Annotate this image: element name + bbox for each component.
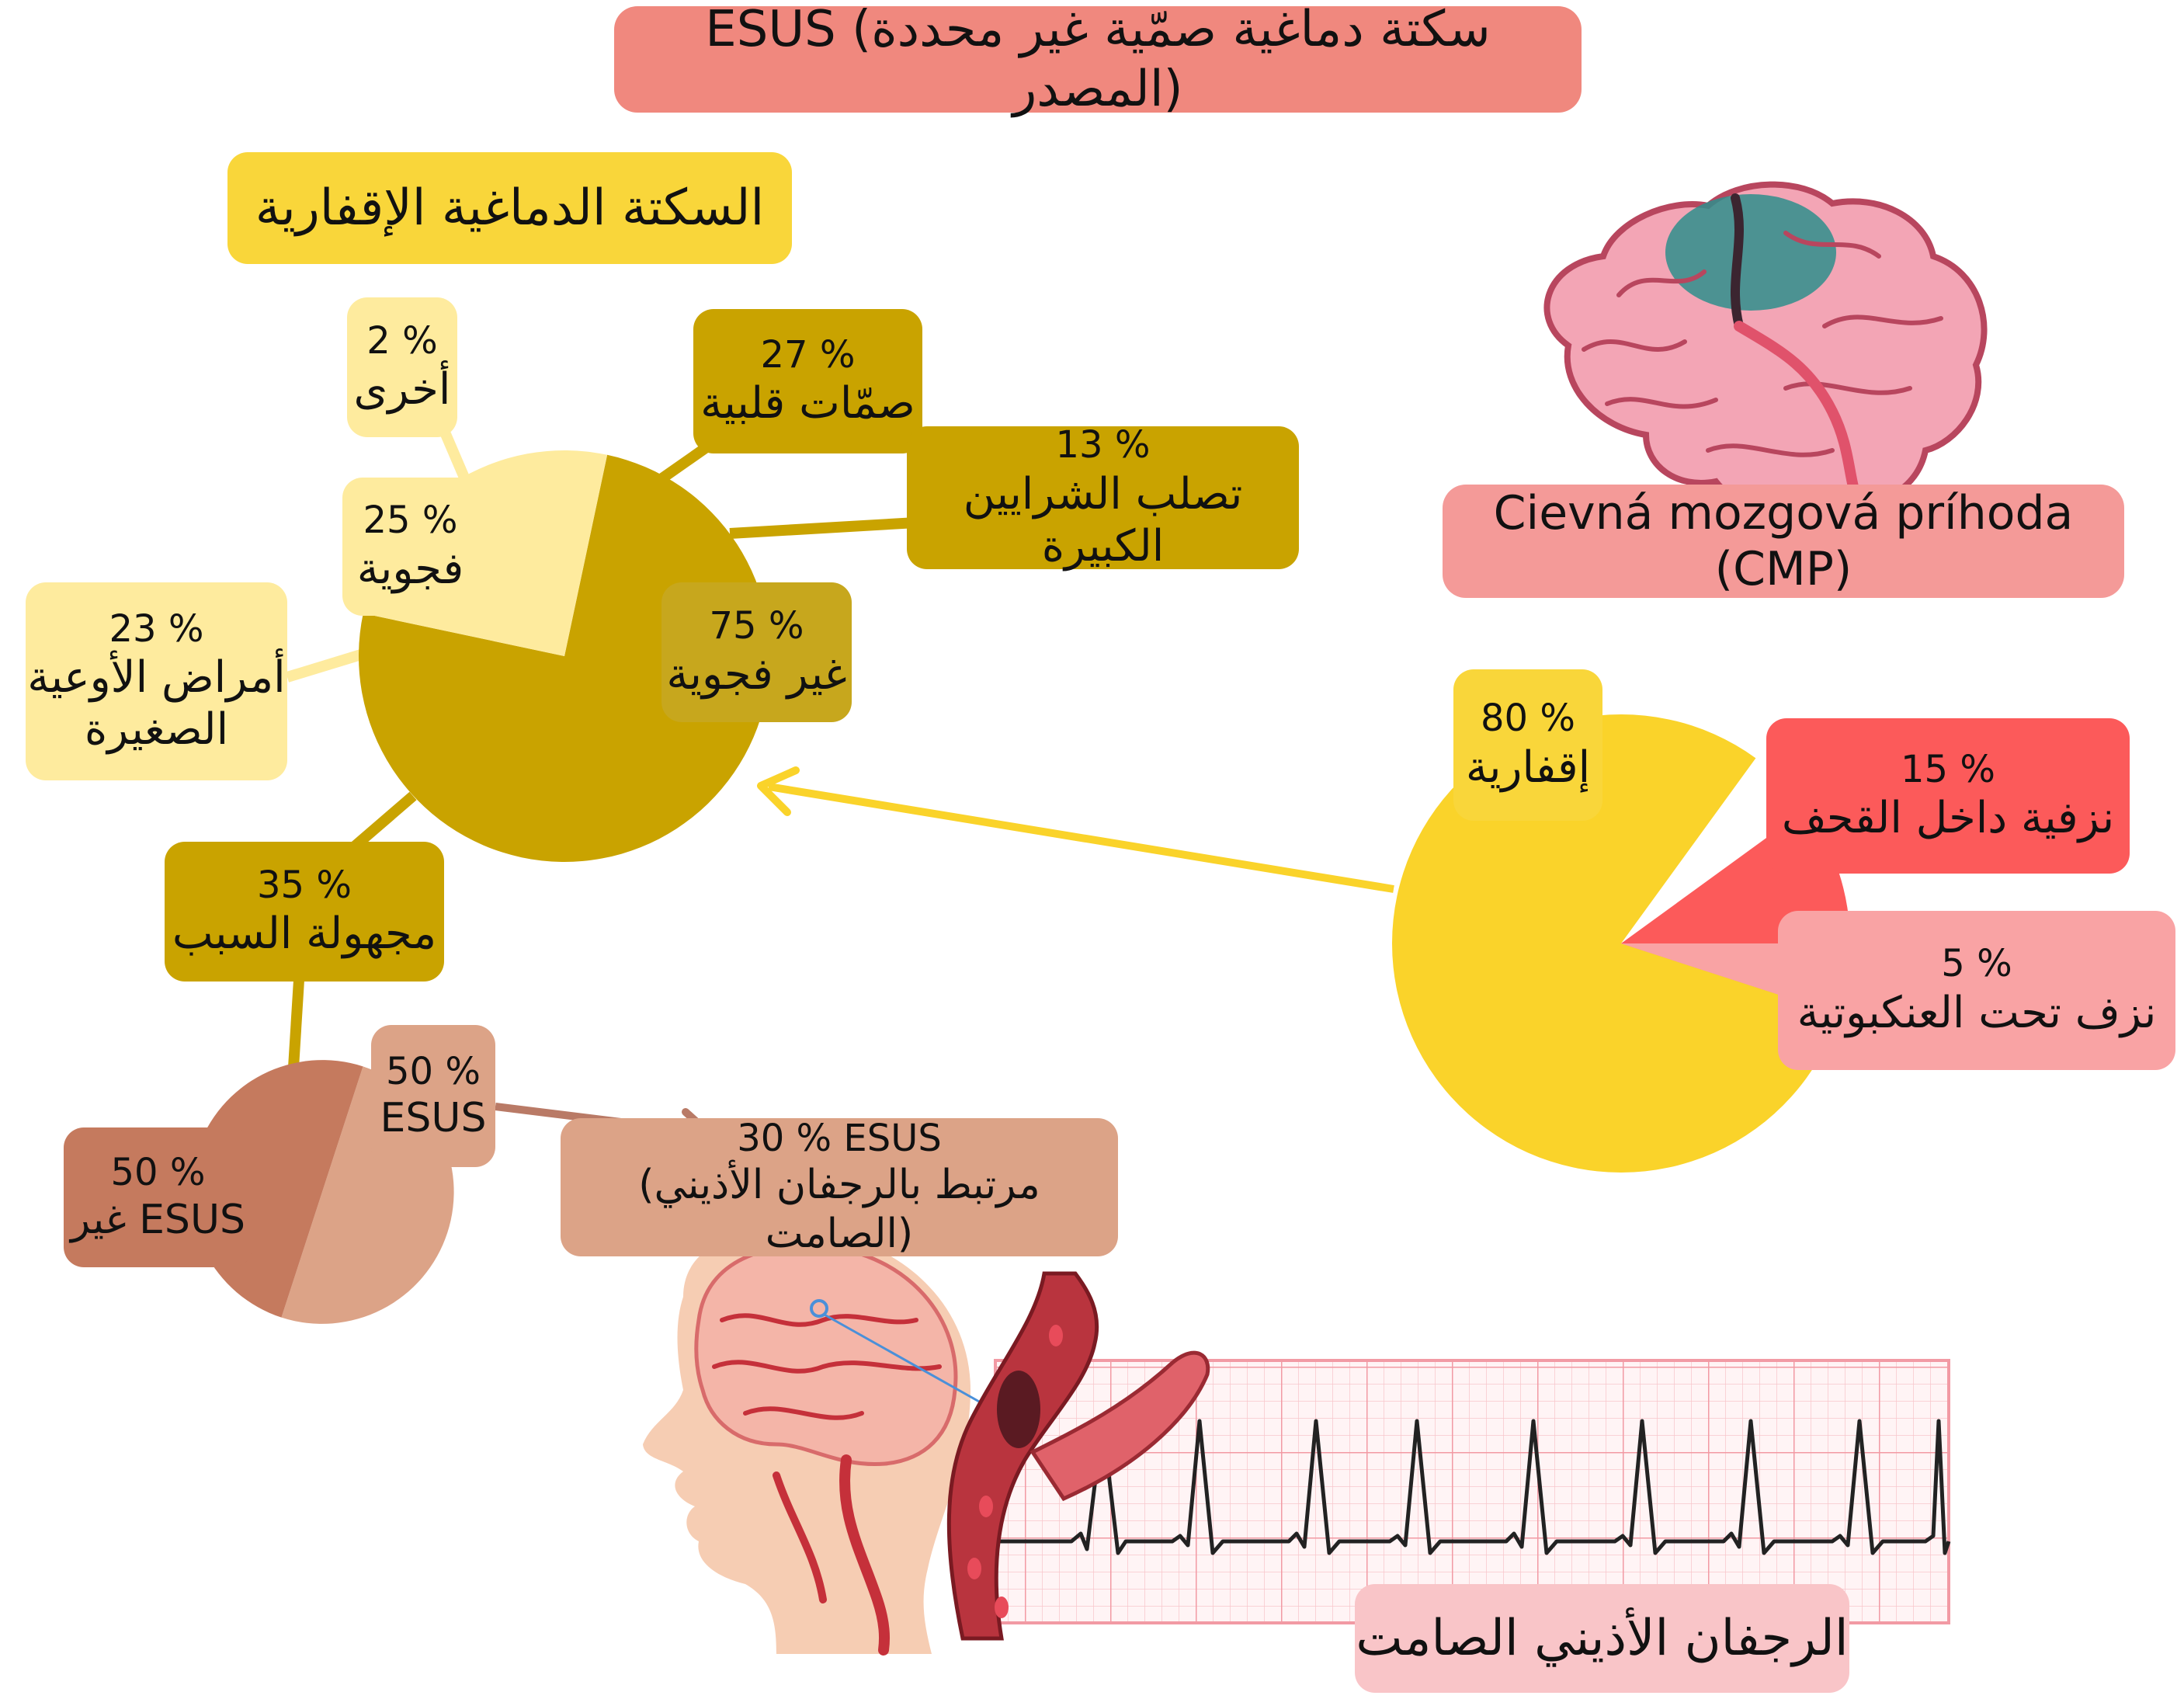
label-small-vessel: 23 % أمراض الأوعية الصغيرة [26, 582, 287, 780]
label-esus-af-pct: 30 % ESUS [737, 1116, 942, 1160]
label-small-vessel-name1: أمراض الأوعية [27, 652, 286, 704]
connector-large-artery [729, 517, 917, 539]
ecg-strip-illustration [994, 1359, 1951, 1624]
label-esus-pct: 50 % [386, 1049, 481, 1093]
label-unknown: 35 % مجهولة السبب [165, 842, 444, 982]
label-non-esus: 50 % غير ESUS [64, 1127, 252, 1267]
cmp-label: Cievná mozgová príhoda (CMP) [1443, 485, 2124, 598]
label-intracerebral-name: نزفية داخل القحف [1781, 793, 2115, 844]
label-esus-af: 30 % ESUS (مرتبط بالرجفان الأذيني الصامت… [561, 1116, 1118, 1257]
af-label: الرجفان الأذيني الصامت [1355, 1584, 1849, 1693]
ischemic-title-text: السكتة الدماغية الإقفارية [255, 179, 765, 237]
label-cardioembolic: 27 % صمّات قلبية [693, 309, 922, 453]
label-subarachnoid-name: نزف تحت العنكبوتية [1797, 987, 2157, 1038]
label-lacunar-name: فجوية [356, 544, 464, 595]
label-esus-af-text: (مرتبط بالرجفان الأذيني الصامت) [638, 1162, 1040, 1257]
label-large-artery: 13 % تصلب الشرايين الكبيرة [907, 423, 1299, 572]
label-small-vessel-pct: 23 % [109, 606, 204, 651]
label-esus: 50 % ESUS [371, 1025, 495, 1167]
label-nonlacunar: 75 % غير فجوية [661, 582, 852, 722]
label-unknown-pct: 35 % [257, 863, 352, 907]
label-nonlacunar-pct: 75 % [709, 603, 804, 648]
head-brain-arteries-illustration [643, 1229, 987, 1656]
page-title-text: ESUS (سكتة دماغية صمّية غير محددة المصدر… [705, 0, 1491, 118]
brain-illustration [1543, 181, 1988, 514]
label-esus-name: ESUS [380, 1095, 487, 1142]
label-ischemic-name: إقفارية [1465, 742, 1591, 793]
label-large-artery-name: تصلب الشرايين الكبيرة [963, 468, 1243, 572]
label-other-name: أخرى [353, 364, 451, 415]
label-intracerebral-pct: 15 % [1901, 747, 1995, 791]
label-non-esus-name: غير ESUS [70, 1196, 246, 1243]
label-large-artery-pct: 13 % [1055, 423, 1151, 467]
arrow-ischemic [757, 766, 1394, 893]
label-subarachnoid: 5 % نزف تحت العنكبوتية [1778, 911, 2175, 1070]
label-cardioembolic-name: صمّات قلبية [700, 378, 915, 429]
label-ischemic-pct: 80 % [1481, 697, 1575, 741]
pie-slice-nonlacunar [358, 454, 770, 862]
label-other: 2 % أخرى [347, 297, 457, 437]
label-subarachnoid-pct: 5 % [1941, 942, 2012, 986]
page-title: ESUS (سكتة دماغية صمّية غير محددة المصدر… [614, 1, 1582, 118]
label-intracerebral: 15 % نزفية داخل القحف [1766, 718, 2130, 874]
af-label-text: الرجفان الأذيني الصامت [1356, 1609, 1849, 1667]
ischemic-title: السكتة الدماغية الإقفارية [227, 152, 792, 264]
label-lacunar-pct: 25 % [363, 498, 458, 542]
label-unknown-name: مجهولة السبب [172, 909, 437, 960]
cmp-label-text: Cievná mozgová príhoda (CMP) [1493, 486, 2074, 596]
connector-small-vessel [285, 649, 363, 683]
label-other-pct: 2 % [366, 318, 438, 363]
label-non-esus-pct: 50 % [110, 1151, 206, 1194]
label-nonlacunar-name: غير فجوية [666, 649, 847, 700]
label-lacunar: 25 % فجوية [342, 478, 478, 616]
label-small-vessel-name2: الصغيرة [84, 704, 229, 756]
connector-unknown-b [288, 979, 304, 1068]
label-cardioembolic-pct: 27 % [760, 332, 856, 377]
blood-vessel-clot-illustration [946, 1271, 1210, 1641]
pie-slice-ischemic [1391, 714, 1839, 1173]
label-ischemic: 80 % إقفارية [1453, 669, 1602, 821]
